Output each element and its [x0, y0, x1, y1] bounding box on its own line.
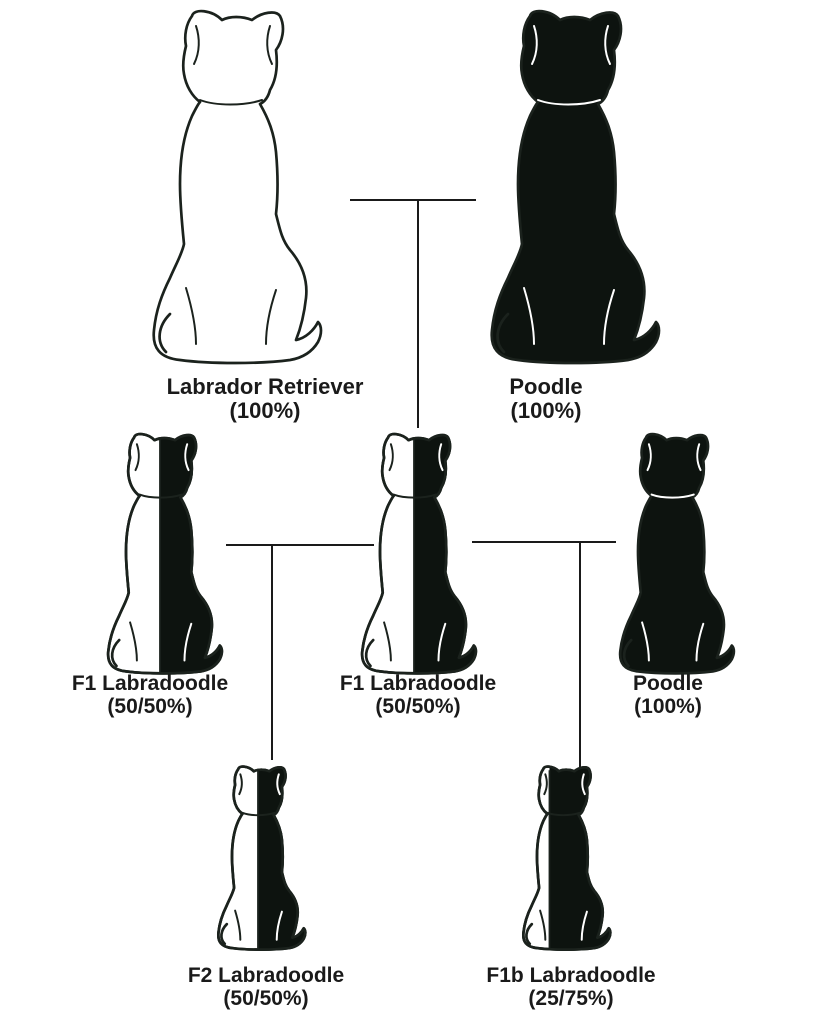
label-poodle-top: Poodle (100%)	[396, 374, 696, 424]
dog-f2-icon	[216, 765, 307, 951]
label-f1-center: F1 Labradoodle (50/50%)	[268, 672, 568, 718]
dog-f1-center-icon	[360, 432, 478, 675]
dog-percent: (50/50%)	[223, 987, 309, 1011]
dog-percent: (50/50%)	[375, 695, 461, 719]
dog-f1b-icon	[521, 765, 612, 951]
dog-name: F1 Labradoodle	[71, 672, 229, 695]
dog-poodle-right-icon	[618, 432, 736, 675]
dog-percent: (50/50%)	[107, 695, 193, 719]
dog-percent: (25/75%)	[528, 987, 614, 1011]
dog-f1-left-icon	[106, 432, 224, 675]
dog-poodle-top-icon	[490, 9, 661, 365]
dog-name: F1b Labradoodle	[486, 964, 656, 987]
label-f2: F2 Labradoodle (50/50%)	[116, 964, 416, 1010]
dog-percent: (100%)	[510, 398, 582, 424]
dog-name: Labrador Retriever	[166, 374, 364, 399]
dog-name: F2 Labradoodle	[187, 964, 345, 987]
dog-percent: (100%)	[634, 695, 702, 719]
dog-name: Poodle	[632, 672, 703, 695]
pedigree-connectors	[226, 199, 616, 770]
dog-name: F1 Labradoodle	[339, 672, 497, 695]
label-f1b: F1b Labradoodle (25/75%)	[421, 964, 721, 1010]
dog-labrador-icon	[152, 9, 323, 365]
label-poodle-right: Poodle (100%)	[518, 672, 818, 718]
dog-name: Poodle	[509, 374, 583, 399]
label-f1-left: F1 Labradoodle (50/50%)	[0, 672, 300, 718]
label-labrador: Labrador Retriever (100%)	[115, 374, 415, 424]
dog-percent: (100%)	[229, 398, 301, 424]
